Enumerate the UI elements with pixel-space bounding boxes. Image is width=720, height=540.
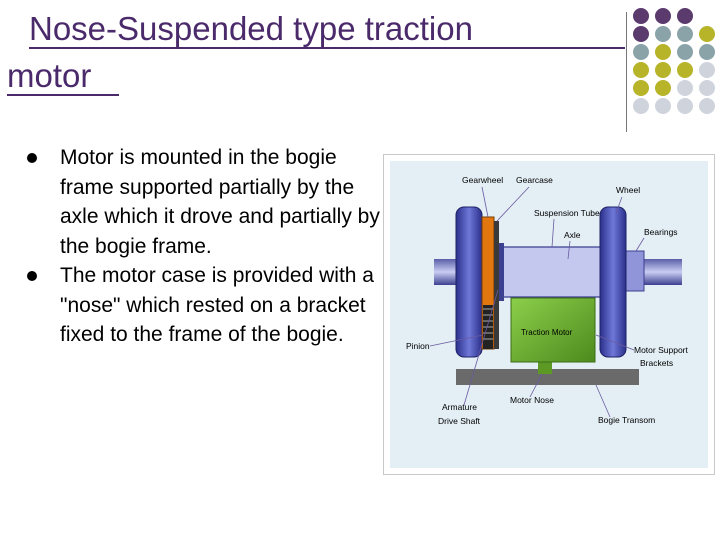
- label-gearcase: Gearcase: [516, 175, 553, 185]
- leader-lines: [429, 186, 645, 418]
- dot: [655, 62, 671, 78]
- title-line-2: motor: [7, 57, 92, 94]
- dot: [677, 44, 693, 60]
- pinion: [483, 305, 493, 349]
- label-armature-2: Drive Shaft: [438, 416, 481, 426]
- bogie-transom: [456, 369, 639, 385]
- dot: [699, 98, 715, 114]
- label-axle: Axle: [564, 230, 581, 240]
- bullet-list: Motor is mounted in the bogie frame supp…: [26, 143, 386, 350]
- wheel-left: [455, 206, 483, 358]
- dot: [655, 26, 671, 42]
- motor-nose: [538, 360, 552, 374]
- label-motor-nose: Motor Nose: [510, 395, 554, 405]
- bullet-text: Motor is mounted in the bogie frame supp…: [60, 146, 380, 258]
- dot: [699, 62, 715, 78]
- dot: [633, 26, 649, 42]
- bullet-item: Motor is mounted in the bogie frame supp…: [26, 143, 386, 261]
- dot: [633, 8, 649, 24]
- label-traction-motor: Traction Motor: [521, 328, 573, 337]
- dot: [677, 8, 693, 24]
- label-suspension-tube: Suspension Tube: [534, 208, 600, 218]
- dot: [655, 98, 671, 114]
- traction-motor-diagram: Traction Motor Gearwheel Gearcase Wheel …: [383, 154, 715, 475]
- dot: [655, 80, 671, 96]
- title-line-1: Nose-Suspended type traction: [29, 10, 473, 47]
- label-bogie-transom: Bogie Transom: [598, 415, 655, 425]
- label-armature-1: Armature: [442, 402, 477, 412]
- label-gearwheel: Gearwheel: [462, 175, 503, 185]
- dot: [677, 62, 693, 78]
- label-wheel: Wheel: [616, 185, 640, 195]
- suspension-tube: [498, 246, 612, 298]
- dot: [677, 98, 693, 114]
- label-pinion: Pinion: [406, 341, 430, 351]
- dot: [655, 8, 671, 24]
- gearcase: [494, 221, 499, 349]
- bullet-marker: [27, 271, 37, 281]
- traction-motor-body: [510, 297, 596, 363]
- dot: [633, 80, 649, 96]
- decorative-divider: [626, 12, 627, 132]
- dot: [699, 80, 715, 96]
- dot: [655, 44, 671, 60]
- diagram-drawing: Traction Motor Gearwheel Gearcase Wheel …: [406, 175, 688, 426]
- title-underline-2: [7, 94, 119, 96]
- dot: [633, 98, 649, 114]
- label-bearings: Bearings: [644, 227, 678, 237]
- bullet-item: The motor case is provided with a "nose"…: [26, 261, 386, 350]
- wheel-right: [599, 206, 627, 358]
- dot: [633, 44, 649, 60]
- tube-band: [496, 243, 504, 301]
- bullet-marker: [27, 153, 37, 163]
- title-underline-1: [29, 47, 625, 49]
- dot: [699, 26, 715, 42]
- label-motor-support-2: Brackets: [640, 358, 673, 368]
- bullet-text: The motor case is provided with a "nose"…: [60, 264, 374, 346]
- label-motor-support-1: Motor Support: [634, 345, 688, 355]
- dot: [677, 26, 693, 42]
- dot: [633, 62, 649, 78]
- dot: [677, 80, 693, 96]
- dot: [699, 44, 715, 60]
